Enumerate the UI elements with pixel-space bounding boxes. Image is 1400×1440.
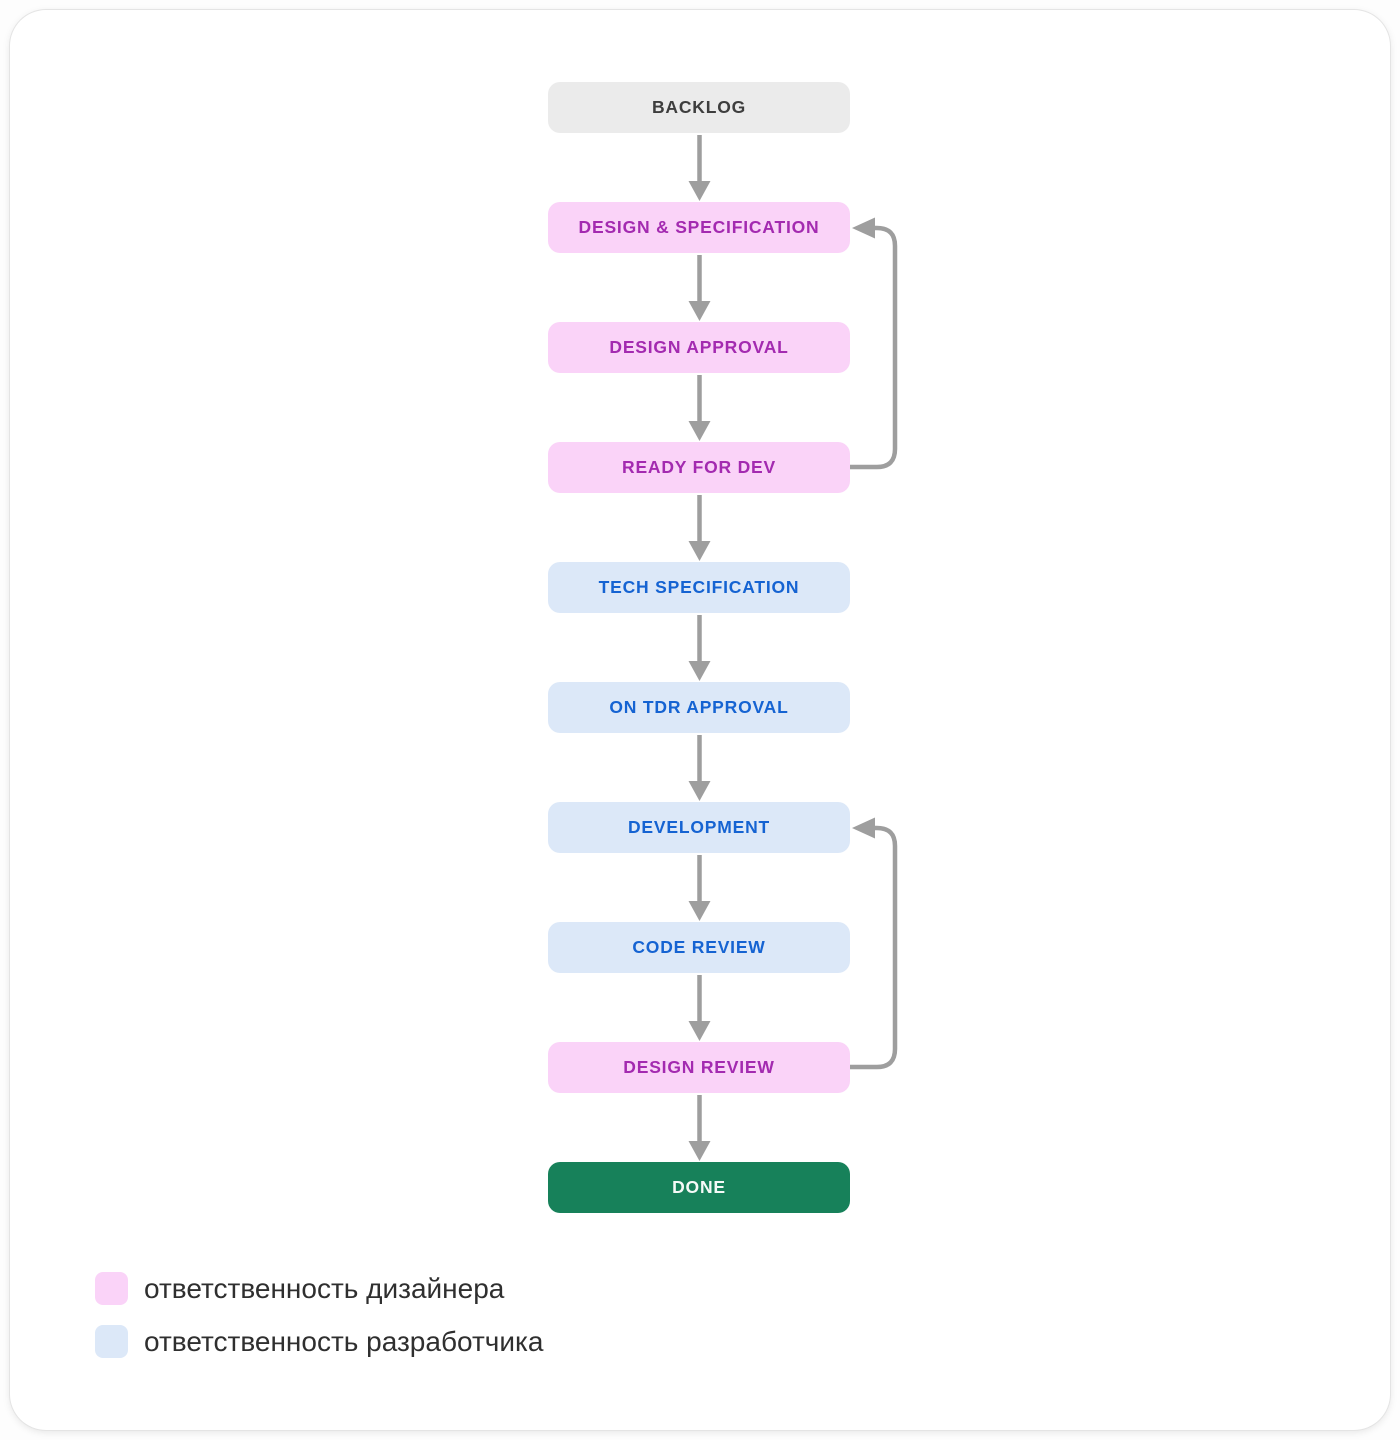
flow-node-code-review: CODE REVIEW [548,922,850,973]
flow-node-tech-specification: TECH SPECIFICATION [548,562,850,613]
flow-node-label: READY FOR DEV [622,457,776,477]
flow-node-design-specification: DESIGN & SPECIFICATION [548,202,850,253]
flow-node-development: DEVELOPMENT [548,802,850,853]
flow-node-label: BACKLOG [651,97,747,117]
legend: ответственность дизайнера ответственност… [95,1272,543,1358]
flow-node-ready-for-dev: READY FOR DEV [548,442,850,493]
flow-node-backlog: BACKLOG [548,82,850,133]
flow-node-label: TECH SPECIFICATION [598,577,800,597]
flow-node-on-tdr-approval: ON TDR APPROVAL [548,682,850,733]
legend-item-label: ответственность дизайнера [144,1272,505,1304]
flow-node-label: DESIGN APPROVAL [609,337,789,357]
flow-node-label: DESIGN REVIEW [623,1057,775,1077]
developer-color-swatch [95,1325,128,1358]
flow-node-label: DONE [672,1177,726,1197]
legend-item-designer: ответственность дизайнера [95,1272,543,1305]
legend-item-label: ответственность разработчика [144,1325,544,1357]
flow-node-label: ON TDR APPROVAL [609,697,789,717]
designer-color-swatch [95,1272,128,1305]
flow-node-label: CODE REVIEW [632,937,766,957]
flow-node-label: DEVELOPMENT [627,817,770,837]
flow-node-label: DESIGN & SPECIFICATION [578,217,820,237]
legend-item-developer: ответственность разработчика [95,1325,543,1358]
flow-node-design-approval: DESIGN APPROVAL [548,322,850,373]
flow-node-design-review: DESIGN REVIEW [548,1042,850,1093]
flow-node-done: DONE [548,1162,850,1213]
